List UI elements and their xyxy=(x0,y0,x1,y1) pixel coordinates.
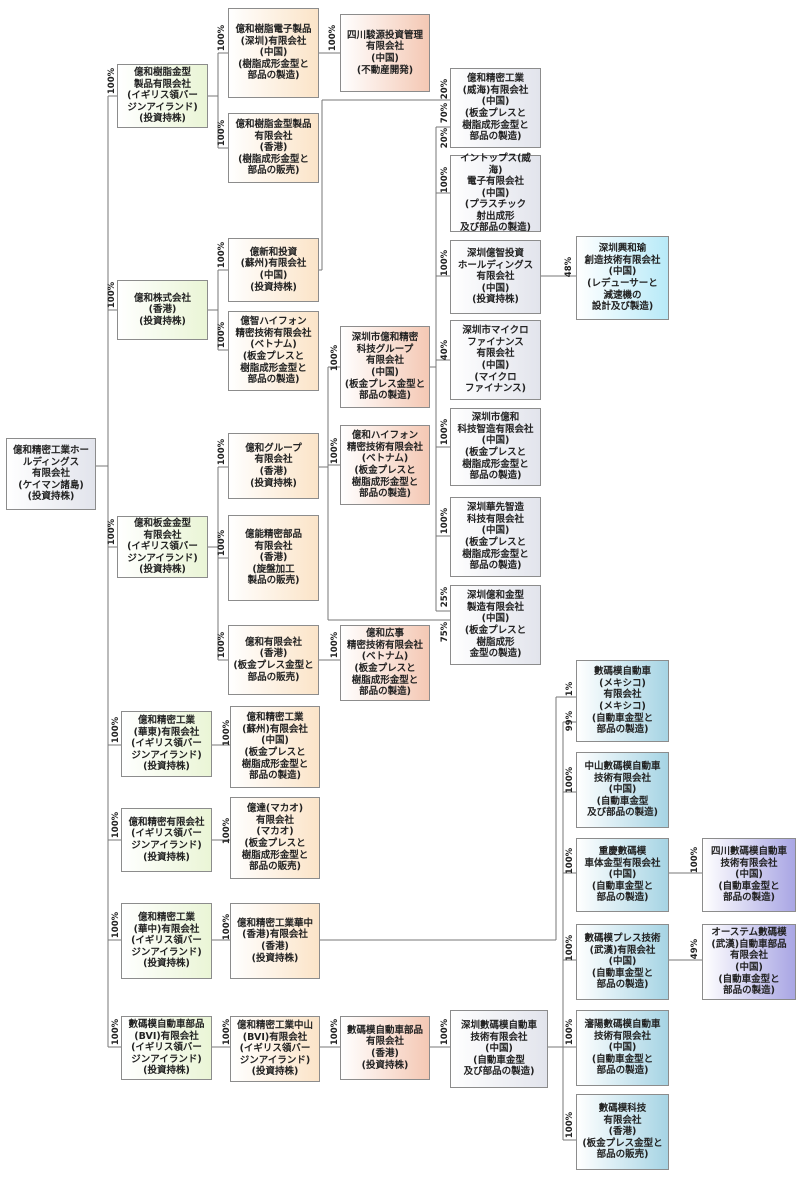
pct-group-vn-haiphong: 100% xyxy=(330,437,340,465)
company-sichuan-realestate: 四川駿源投資管理 有限会社 (中国) (不動産開発) xyxy=(340,14,430,92)
pct-huadong-suzhou: 100% xyxy=(222,719,232,747)
pct-huazhong-mexico: 1% xyxy=(565,681,575,697)
company-macau: 億達(マカオ) 有限会社 (マカオ) (板金プレスと 樹脂成形金型と 部品の販売… xyxy=(230,797,320,879)
pct-szgroup-keji: 100% xyxy=(440,418,450,446)
pct-szgroup-yizhi-hold: 100% xyxy=(440,249,450,277)
pct-root-huadong-bvi: 100% xyxy=(111,716,121,744)
company-intops-weihai: イントップス(威海) 電子有限会社 (中国) (プラスチック 射出成形 及び部品… xyxy=(450,153,541,233)
pct-resin-sichuan: 100% xyxy=(328,24,338,52)
pct-root-mold-bvi: 100% xyxy=(107,67,117,95)
company-yiwa-hk: 億和有限会社 (香港) (板金プレス金型と 部品の販売) xyxy=(228,625,319,695)
company-suzhou-seimitsu: 億和精密工業 (蘇州)有限会社 (中国) (板金プレスと 樹脂成形金型と 部品の… xyxy=(230,706,320,788)
pct-sheet-group-hk: 100% xyxy=(217,438,227,466)
pct-zhongshan-shumo-hk: 100% xyxy=(330,1018,340,1046)
company-sichuan-shumo: 四川數碼模自動車 技術有限会社 (中国) (自動車金型と 部品の製造) xyxy=(702,838,796,912)
company-microfinance: 深圳市マイクロ ファイナンス 有限会社 (中国) (マイクロ ファイナンス) xyxy=(450,320,541,400)
company-hk-resin: 億和樹脂金型製品 有限会社 (香港) (樹脂成形金型と 部品の販売) xyxy=(228,113,319,183)
company-shenzhen-shumo: 深圳數碼模自動車 技術有限会社 (中国) (自動車金型 及び部品の製造) xyxy=(450,1010,548,1088)
company-shenzhen-resin: 億和樹脂電子製品 (深圳)有限会社 (中国) (樹脂成形金型と 部品の製造) xyxy=(228,8,319,98)
pct-group-sz-group: 100% xyxy=(330,344,340,372)
pct-sheet-yiwa-hk: 100% xyxy=(217,631,227,659)
pct-szgroup-mold: 25% xyxy=(440,586,450,608)
company-shumo-keji: 數碼模科技 有限会社 (香港) (板金プレス金型と 部品の販売) xyxy=(576,1094,669,1170)
company-vietnam-yizhi: 億智ハイフォン 精密技術有限会社 (ベトナム) (板金プレスと 樹脂成形金型と … xyxy=(228,311,319,391)
company-ostem: オーステム數碼模 (武漢)自動車部品 有限会社 (中国) (自動車金型と 部品の… xyxy=(702,924,796,1000)
company-sheet-bvi: 億和板金金型 有限会社 (イギリス領バー ジンアイランド) (投資持株) xyxy=(117,516,208,578)
pct-shumobvi-zhongshan: 100% xyxy=(222,1018,232,1046)
company-shumo-mexico: 數碼模自動車 (メキシコ) 有限会社 (メキシコ) (自動車金型と 部品の製造) xyxy=(576,660,669,742)
company-suzhou-investment: 億新和投資 (蘇州)有限会社 (中国) (投資持株) xyxy=(228,238,319,302)
pct-sheet-yineng-hk: 100% xyxy=(217,529,227,557)
company-hk-kabu: 億和株式会社 (香港) (投資持株) xyxy=(117,280,208,340)
company-wuhan-press: 數碼模プレス技術 (武漢)有限会社 (中国) (自動車金型と 部品の製造) xyxy=(576,924,669,1000)
pct-chongqing-sichuan: 100% xyxy=(690,846,700,874)
company-shumo-hk: 數碼模自動車部品 有限会社 (香港) (投資持株) xyxy=(340,1016,430,1080)
company-shenyang: 瀋陽數碼模自動車 技術有限会社 (中国) (自動車金型と 部品の製造) xyxy=(576,1010,669,1086)
pct-seimitsu-macau: 100% xyxy=(222,817,232,845)
company-shenzhen-yizhi-holdings: 深圳億智投資 ホールディングス 有限会社 (中国) (投資持株) xyxy=(450,240,541,314)
company-weihai: 億和精密工業 (威海)有限会社 (中国) (板金プレスと 樹脂成形金型と 部品の… xyxy=(450,68,541,148)
pct-shumohk-sz-shumo: 100% xyxy=(440,1018,450,1046)
company-shenzhen-mold: 深圳億和金型 製造有限会社 (中国) (板金プレスと 樹脂成形 金型の製造) xyxy=(450,585,541,665)
pct-mold-shenzhen-resin: 100% xyxy=(217,24,227,52)
pct-szgroup-weihai: 20% xyxy=(440,78,450,100)
pct-szgroup-huaxian: 100% xyxy=(440,507,450,535)
pct-szshumo-wuhan: 100% xyxy=(565,934,575,962)
pct-root-seimitsu-bvi: 100% xyxy=(111,811,121,839)
company-zhongshan-bvi: 億和精密工業中山 (BVI)有限会社 (イギリス領バー ジンアイランド) (投資… xyxy=(230,1016,320,1082)
pct-root-huazhong-bvi: 100% xyxy=(111,911,121,939)
pct-root-hk-kabu: 100% xyxy=(107,281,117,309)
pct-szshumo-chongqing: 100% xyxy=(565,847,575,875)
company-shumo-bvi: 數碼模自動車部品 (BVI)有限会社 (イギリス領バー ジンアイランド) (投資… xyxy=(121,1016,212,1080)
pct-szgroup-micro: 40% xyxy=(440,339,450,361)
pct-szgroup-weihai-20: 20% xyxy=(440,127,450,149)
company-seimitsu-bvi: 億和精密有限会社 (イギリス領バー ジンアイランド) (投資持株) xyxy=(121,808,212,872)
pct-szshumo-keji: 100% xyxy=(565,1111,575,1139)
company-shenzhen-keji: 深圳市億和 科技智造有限会社 (中国) (板金プレスと 樹脂成形金型と 部品の製… xyxy=(450,408,541,486)
pct-guangshi-mold: 75% xyxy=(440,621,450,643)
company-huazhong-bvi: 億和精密工業 (華中)有限会社 (イギリス領バー ジンアイランド) (投資持株) xyxy=(121,903,212,979)
pct-yiwa-vn-guangshi: 100% xyxy=(330,631,340,659)
pct-wuhan-ostem: 49% xyxy=(690,938,700,960)
pct-szshumo-shenyang: 100% xyxy=(565,1018,575,1046)
company-shenzhen-group: 深圳市億和精密 科技グループ 有限会社 (中国) (板金プレス金型と 部品の製造… xyxy=(340,326,430,408)
pct-mold-hk-resin: 100% xyxy=(217,119,227,147)
company-chongqing: 重慶數碼模 車体金型有限会社 (中国) (自動車金型と 部品の製造) xyxy=(576,838,669,912)
company-yineng-hk: 億能精密部品 有限会社 (香港) (旋盤加工 製品の販売) xyxy=(228,515,319,601)
pct-szshumo-zs: 100% xyxy=(565,766,575,794)
company-root: 億和精密工業ホー ルディングス 有限会社 (ケイマン諸島) (投資持株) xyxy=(6,438,96,510)
company-huazhong-hk: 億和精密工業華中 (香港)有限会社 (香港) (投資持株) xyxy=(230,903,320,979)
pct-hk-vn-yizhi: 100% xyxy=(217,321,227,349)
pct-yizhi-xinghe: 48% xyxy=(564,256,574,278)
company-huaxian: 深圳華先智造 科技有限会社 (中国) (板金プレスと 樹脂成形金型と 部品の製造… xyxy=(450,497,541,577)
pct-root-sheet-bvi: 100% xyxy=(107,518,117,546)
company-group-hk: 億和グループ 有限会社 (香港) (投資持株) xyxy=(228,433,319,499)
pct-szgroup-intops: 100% xyxy=(440,166,450,194)
pct-szshumo-mexico: 99% xyxy=(565,710,575,732)
company-xinghe: 深圳興和瑜 創造技術有限会社 (中国) (レデューサーと 減速機の 設計及び製造… xyxy=(576,236,669,320)
company-zhongshan-shumo: 中山數碼模自動車 技術有限会社 (中国) (自動車金型 及び部品の製造) xyxy=(576,752,669,828)
company-huadong-bvi: 億和精密工業 (華東)有限会社 (イギリス領バー ジンアイランド) (投資持株) xyxy=(121,711,212,777)
company-mold-bvi: 億和樹脂金型 製品有限会社 (イギリス領バー ジンアイランド) (投資持株) xyxy=(117,64,208,128)
company-vietnam-haiphong: 億和ハイフォン 精密技術有限会社 (ベトナム) (板金プレスと 樹脂成形金型と … xyxy=(340,425,430,505)
pct-hk-suzhou-inv: 100% xyxy=(217,241,227,269)
pct-root-shumo-bvi: 100% xyxy=(111,1018,121,1046)
company-vietnam-guangshi: 億和広事 精密技術有限会社 (ベトナム) (板金プレスと 樹脂成形金型と 部品の… xyxy=(340,625,430,701)
pct-huazhong-hk: 100% xyxy=(222,913,232,941)
